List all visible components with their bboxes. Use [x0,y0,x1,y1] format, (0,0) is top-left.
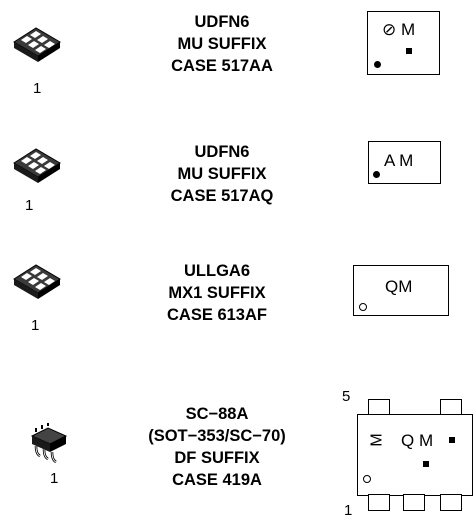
marking-square [449,437,455,443]
package-description: ULLGA6 MX1 SUFFIX CASE 613AF [117,260,317,326]
case-number: CASE 517AA [171,57,273,75]
package-name: SC−88A [185,405,249,423]
marking-prefix-icon: M [368,433,386,447]
sc88a-package-icon [30,423,68,464]
package-name: ULLGA6 [184,262,250,280]
pin1-dot [359,303,367,311]
pin1-dot [363,475,371,483]
marking-diagram: ⊘ M [367,11,440,75]
lead-bottom-1 [368,494,390,511]
case-number: CASE 517AQ [170,187,274,205]
case-number: CASE 419A [172,471,262,489]
pin1-label: 1 [25,197,34,214]
marking-glyph: ⊘ [382,20,397,39]
pin1-label: 1 [31,317,40,334]
marking-code: Q M [401,431,434,450]
marking-square [423,461,429,467]
pin1-dot [373,171,380,178]
marking-diagram: QM [353,265,449,316]
lead-bottom-3 [440,494,462,511]
marking-code: M [401,20,416,39]
package-description: SC−88A (SOT−353/SC−70) DF SUFFIX CASE 41… [117,403,317,491]
package-name: UDFN6 [194,143,250,161]
pin5-label: 5 [342,388,351,405]
package-alias: (SOT−353/SC−70) [148,427,286,445]
pin1-label: 1 [50,470,59,487]
package-description: UDFN6 MU SUFFIX CASE 517AA [122,11,322,77]
marking-diagram: M Q M [357,414,473,496]
udfn6-package-icon [13,148,61,183]
pin1-dot [374,61,381,68]
lead-bottom-2 [403,494,425,511]
suffix-label: MX1 SUFFIX [168,284,266,302]
package-name: UDFN6 [194,13,250,31]
marking-diagram: A M [368,141,441,184]
marking-square [406,48,412,54]
suffix-label: MU SUFFIX [177,35,267,53]
package-description: UDFN6 MU SUFFIX CASE 517AQ [122,141,322,207]
case-number: CASE 613AF [167,306,267,324]
ullga6-package-icon [13,264,61,299]
marking-code: A M [384,151,414,170]
suffix-label: DF SUFFIX [174,449,260,467]
suffix-label: MU SUFFIX [177,165,267,183]
udfn6-package-icon [13,27,61,62]
marking-code: QM [385,277,413,296]
pin1-label: 1 [33,80,42,97]
pin1-marker-label: 1 [344,502,353,519]
